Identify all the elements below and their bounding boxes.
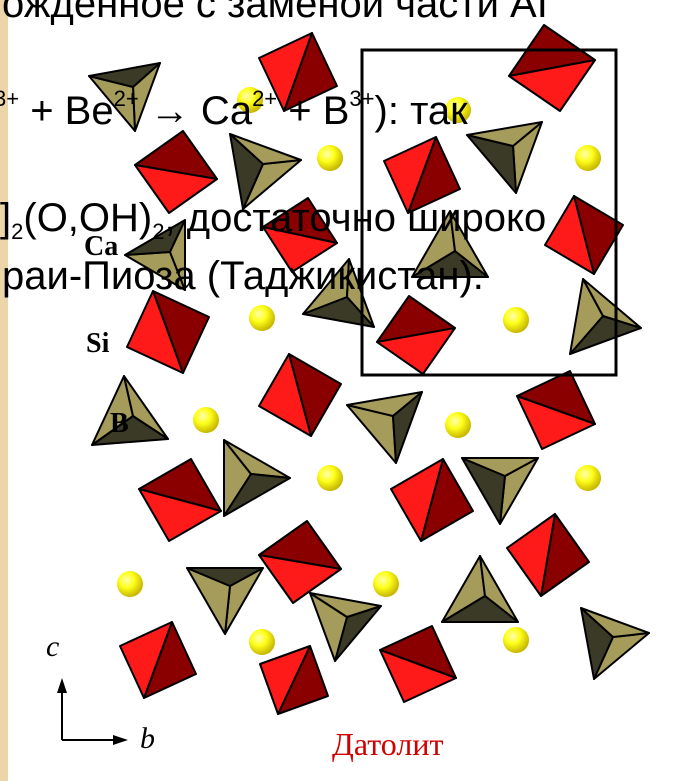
b-tetrahedron-face xyxy=(392,391,423,464)
formula-ca: → Ca xyxy=(138,89,253,133)
text-line-4-content: раи-Пиоза (Таджикистан). xyxy=(2,254,484,298)
b-tetrahedron-face xyxy=(309,592,382,618)
ca-atom-sphere xyxy=(575,465,601,491)
ca-atom-sphere xyxy=(445,97,471,123)
parchment-strip xyxy=(0,0,8,781)
c-axis-arrowhead xyxy=(57,678,67,693)
si-tetrahedron-light-face xyxy=(508,59,596,112)
b-axis-arrowhead xyxy=(113,735,128,745)
ca-atom-sphere xyxy=(503,307,529,333)
si-tetrahedron-light-face xyxy=(383,136,437,214)
ca-atom-sphere xyxy=(117,571,143,597)
b-tetrahedron-face xyxy=(186,567,264,587)
si-tetrahedron-light-face xyxy=(258,353,312,437)
ca-atom-sphere xyxy=(193,407,219,433)
text-line-1: ожденное с заменой части AI xyxy=(2,0,548,24)
text-line-1-content: ожденное с заменой части AI xyxy=(2,0,548,26)
si-tetrahedron-light-face xyxy=(138,488,222,542)
text-line-4: раи-Пиоза (Таджикистан). xyxy=(2,256,484,296)
formula-be: + Be xyxy=(19,89,114,133)
polyhedra-layer xyxy=(88,24,650,715)
si-tetrahedron-light-face xyxy=(134,164,218,214)
si-tetrahedron-light-face xyxy=(119,621,173,699)
ca-atom-sphere xyxy=(373,571,399,597)
b-tetrahedron-face xyxy=(441,595,519,623)
label-b: B xyxy=(110,408,129,439)
sub-2a: 2 xyxy=(11,219,24,244)
b-tetrahedron-face xyxy=(88,62,161,88)
ca-atoms-layer xyxy=(117,87,601,655)
si-tetrahedron-light-face xyxy=(258,554,342,604)
si-tetrahedron-light-face xyxy=(126,290,184,374)
si-tetrahedron-light-face xyxy=(262,226,338,273)
b-tetrahedron-face xyxy=(582,278,642,329)
si-tetrahedron-light-face xyxy=(390,458,444,542)
si-tetrahedron-light-face xyxy=(258,32,313,112)
ca-atom-sphere xyxy=(317,145,343,171)
label-ca: Ca xyxy=(84,231,119,262)
ca-atom-sphere xyxy=(317,465,343,491)
si-tetrahedron-light-face xyxy=(376,327,456,375)
si-tetrahedron-light-face xyxy=(516,395,596,450)
b-tetrahedron-face xyxy=(223,473,291,517)
si-tetrahedron-light-face xyxy=(259,645,311,715)
si-tetrahedron-light-face xyxy=(379,649,457,703)
caption: Датолит xyxy=(332,726,444,762)
b-tetrahedron-face xyxy=(466,121,543,147)
b-tetrahedron-face xyxy=(123,375,169,440)
ca-atom-sphere xyxy=(237,87,263,113)
axis-label-c: c xyxy=(46,630,60,663)
ca-atom-sphere xyxy=(503,627,529,653)
bracket: ] xyxy=(0,196,12,240)
charge-ca: 2+ xyxy=(252,86,278,111)
charge-b: 3+ xyxy=(349,86,375,111)
sub-2b: 2 xyxy=(152,219,165,244)
si-tetrahedron-light-face xyxy=(506,513,556,597)
formula-o-oh: (O,OH) xyxy=(23,196,153,240)
ca-atom-sphere xyxy=(249,629,275,655)
axis-label-b: b xyxy=(140,722,155,755)
b-tetrahedron-face xyxy=(229,133,302,165)
b-tetrahedron-face xyxy=(461,457,539,477)
text-line-3-tail: , достаточно широко xyxy=(164,196,547,240)
si-tetrahedron-light-face xyxy=(544,195,595,275)
b-tetrahedron-face xyxy=(580,607,650,638)
text-line-3: ]2(O,OH)2, достаточно широко xyxy=(0,198,546,243)
ca-atom-sphere xyxy=(445,412,471,438)
charge-al: 3+ xyxy=(0,86,20,111)
unit-cell xyxy=(360,48,618,377)
formula-b: + B xyxy=(277,89,350,133)
ca-atom-sphere xyxy=(575,145,601,171)
text-line-2-tail: ): так xyxy=(374,89,468,133)
b-tetrahedron-face xyxy=(449,210,489,278)
b-tetrahedron-face xyxy=(169,219,186,291)
ca-atom-sphere xyxy=(249,305,275,331)
text-line-2: 3+ + Be2+ → Ca2+ + B3+): так xyxy=(0,86,468,133)
label-si: Si xyxy=(86,328,110,359)
charge-be: 2+ xyxy=(113,86,139,111)
